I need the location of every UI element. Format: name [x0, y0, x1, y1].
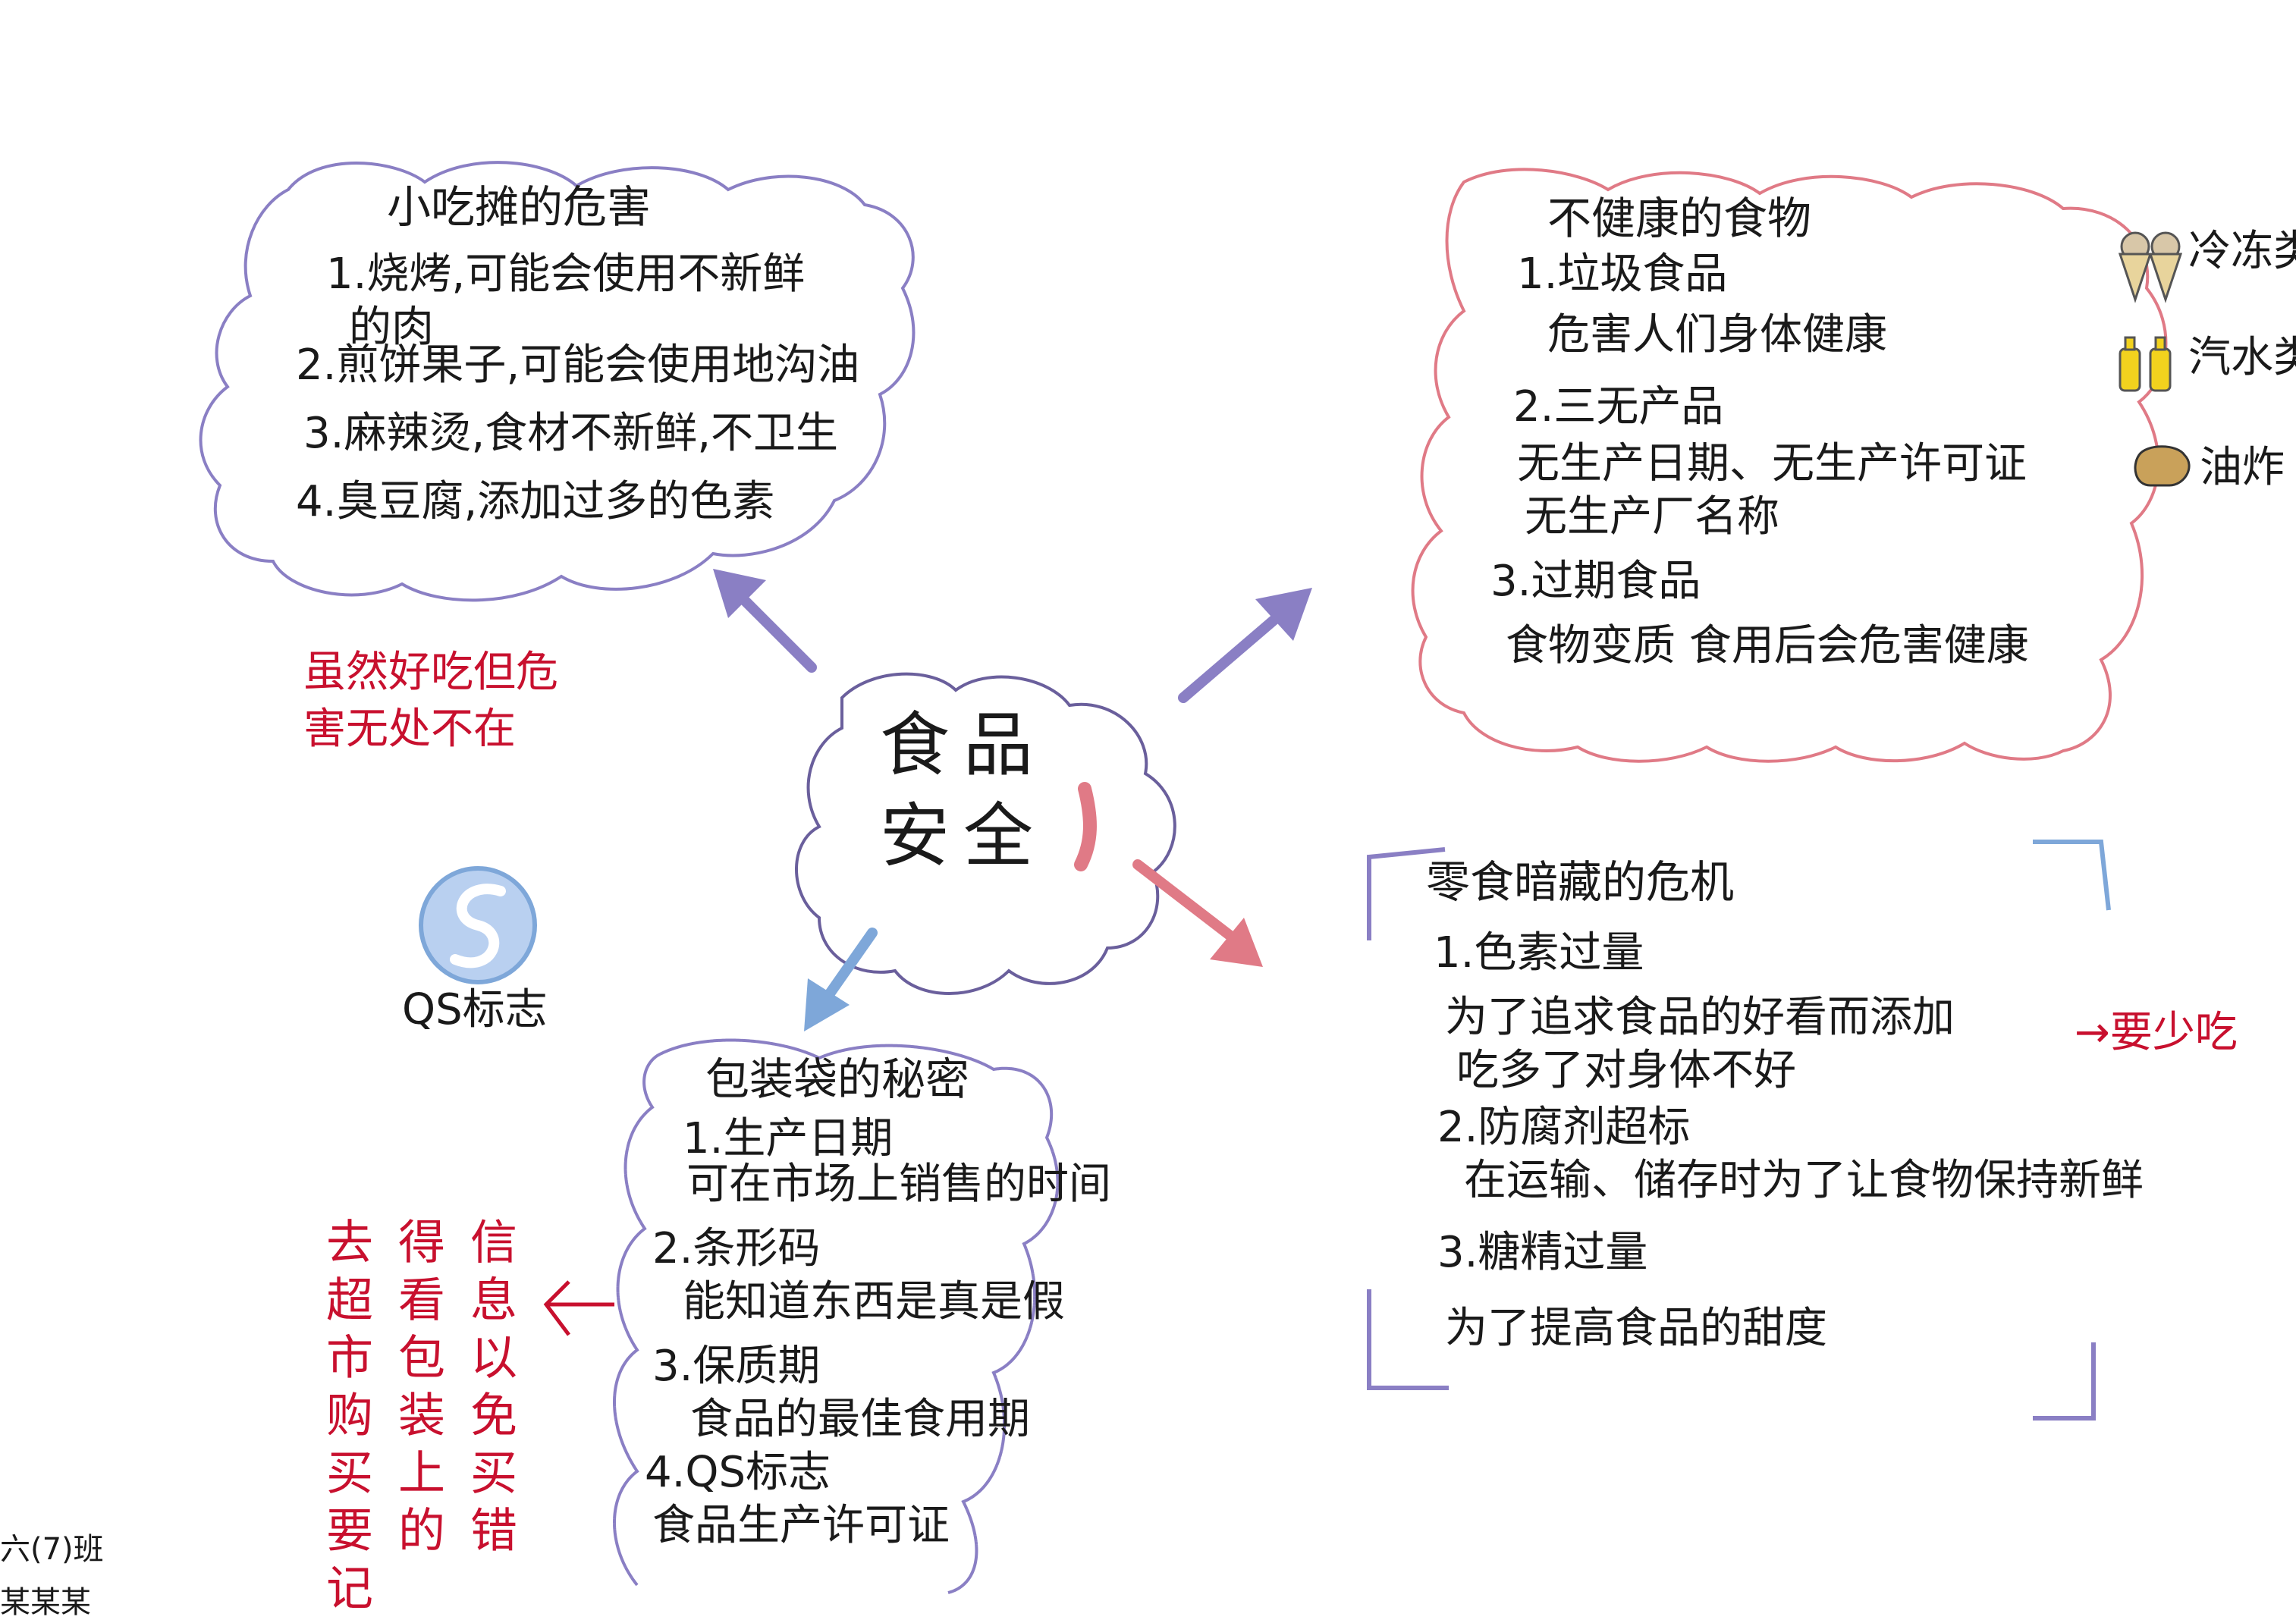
unhealthy-item: 食物变质 食用后会危害健康 — [1506, 621, 2029, 670]
zero-snacks-item: 3.糖精过量 — [1437, 1228, 1648, 1277]
zero-snacks-item: 吃多了对身体不好 — [1456, 1046, 1796, 1095]
unhealthy-item: 3.过期食品 — [1490, 557, 1701, 606]
packaging-item: 4.QS标志 — [645, 1448, 831, 1497]
packaging-title: 包装袋的秘密 — [705, 1053, 970, 1105]
qs-logo-icon — [419, 866, 537, 984]
legend-label-ice-cream: 冷冻类 — [2188, 227, 2296, 276]
qs-label: QS标志 — [402, 985, 548, 1034]
unhealthy-title: 不健康的食物 — [1547, 193, 1812, 244]
legend-label-fried: 油炸 — [2200, 443, 2285, 492]
unhealthy-item: 无生产日期、无生产许可证 — [1517, 439, 2027, 488]
author-name: 某某某 — [0, 1585, 91, 1620]
arrow-to-zero-snacks — [1132, 859, 1263, 967]
packaging-cloud-outline — [613, 1038, 1060, 1594]
zero-snacks-title: 零食暗藏的危机 — [1426, 856, 1735, 908]
zero-snacks-item: 为了提高食品的甜度 — [1445, 1304, 1827, 1353]
packaging-note-col-2: 得看包装上的 — [390, 1217, 445, 1563]
fried-food-icon — [2134, 445, 2191, 487]
snacks-item: 3.麻辣烫,食材不新鲜,不卫生 — [303, 409, 839, 458]
packaging-note-col-3: 去超市购买要记 — [318, 1217, 373, 1621]
unhealthy-item: 无生产厂名称 — [1525, 492, 1779, 542]
zero-snacks-frame-tr — [2033, 840, 2111, 911]
center-title-line2: 安全 — [880, 796, 1047, 877]
arrow-to-unhealthy — [1178, 588, 1312, 703]
zero-snacks-frame-tl — [1367, 847, 1446, 940]
unhealthy-item: 危害人们身体健康 — [1547, 310, 1887, 359]
zero-snacks-item: 为了追求食品的好看而添加 — [1445, 993, 1955, 1042]
packaging-item: 食品生产许可证 — [652, 1501, 950, 1550]
packaging-item: 3.保质期 — [652, 1342, 821, 1391]
snacks-item: 2.煎饼果子,可能会使用地沟油 — [296, 341, 860, 390]
zero-snacks-item: 1.色素过量 — [1434, 928, 1644, 978]
legend-label-soda: 汽水类 — [2188, 333, 2296, 382]
snacks-item: 的肉 — [349, 303, 434, 352]
packaging-item: 可在市场上销售的时间 — [686, 1160, 1111, 1209]
snacks-note-line2: 害无处不在 — [303, 705, 516, 754]
zero-snacks-frame-br — [2033, 1342, 2096, 1421]
zero-snacks-frame-bl — [1367, 1289, 1449, 1390]
zero-snacks-item: 2.防腐剂超标 — [1437, 1103, 1691, 1152]
unhealthy-cloud-outline — [1411, 168, 2168, 763]
packaging-item: 2.条形码 — [652, 1224, 821, 1273]
packaging-item: 1.生产日期 — [683, 1114, 894, 1163]
packaging-note-col-1: 信息以免买错 — [462, 1217, 517, 1563]
soda-bottle-icon — [2119, 336, 2172, 392]
snacks-title: 小吃摊的危害 — [387, 181, 652, 233]
packaging-note-arrow — [543, 1280, 614, 1336]
packaging-item: 能知道东西是真是假 — [683, 1277, 1065, 1326]
snacks-item: 4.臭豆腐,添加过多的色素 — [296, 477, 775, 526]
snacks-note-line1: 虽然好吃但危 — [303, 648, 558, 697]
snacks-cloud-outline — [199, 161, 916, 602]
zero-snacks-note: →要少吃 — [2075, 1008, 2238, 1057]
unhealthy-item: 2.三无产品 — [1513, 382, 1724, 432]
packaging-item: 食品的最佳食用期 — [690, 1395, 1030, 1444]
unhealthy-item: 1.垃圾食品 — [1517, 250, 1728, 299]
center-cloud-outline — [795, 672, 1176, 995]
arrow-to-snacks — [713, 569, 817, 673]
snacks-item: 1.烧烤,可能会使用不新鲜 — [326, 250, 806, 299]
zero-snacks-item: 在运输、储存时为了让食物保持新鲜 — [1464, 1156, 2144, 1205]
center-title-line1: 食品 — [880, 705, 1047, 786]
author-class: 六(7)班 — [0, 1532, 104, 1567]
arrow-to-packaging — [804, 928, 878, 1031]
red-accent-mark — [1074, 782, 1097, 871]
ice-cream-icon — [2118, 231, 2183, 303]
